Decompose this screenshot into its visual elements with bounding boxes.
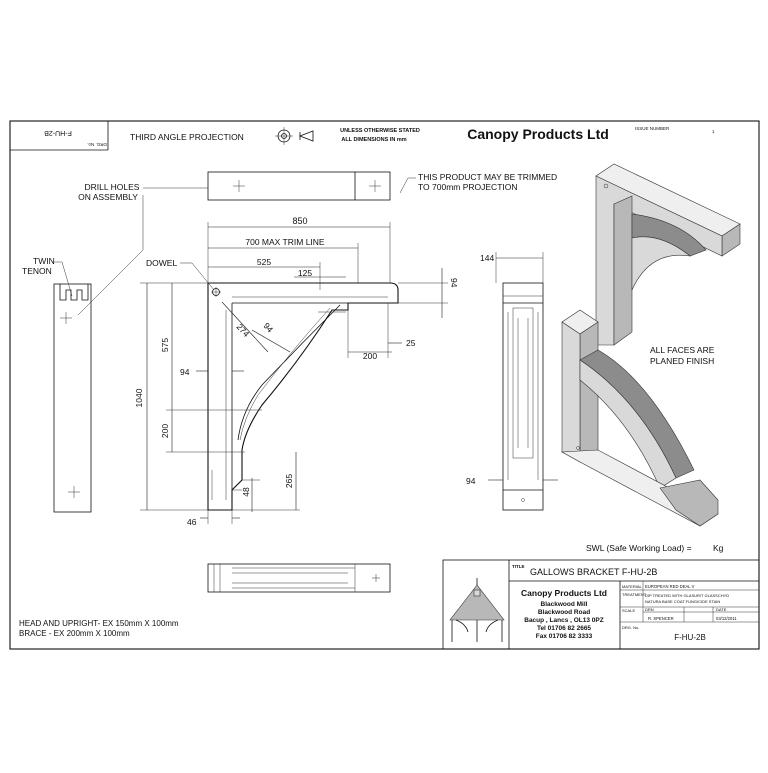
materials-line-1: HEAD AND UPRIGHT- EX 150mm X 100mm bbox=[19, 619, 179, 628]
drill-note-line-2: ON ASSEMBLY bbox=[78, 192, 138, 202]
address-line-1: Blackwood Mill bbox=[541, 601, 588, 608]
dim-max-trim: 700 MAX TRIM LINE bbox=[245, 237, 325, 247]
dim-200-h: 200 bbox=[363, 351, 377, 361]
title-block bbox=[442, 559, 760, 650]
materials-line-2: BRACE - EX 200mm X 100mm bbox=[19, 629, 130, 638]
isometric-view-bottom bbox=[560, 309, 719, 527]
address-line-3: Bacup , Lancs , OL13 0PZ bbox=[524, 617, 603, 624]
left-dimensions bbox=[140, 282, 262, 511]
canopy-logo bbox=[449, 578, 505, 642]
swl-unit: Kg bbox=[713, 543, 724, 553]
dim-200-v: 200 bbox=[160, 424, 170, 438]
dim-side-94: 94 bbox=[466, 476, 476, 486]
dim-265: 265 bbox=[284, 474, 294, 488]
trim-note-line-2: TO 700mm PROJECTION bbox=[418, 182, 518, 192]
third-angle-projection-symbol bbox=[275, 127, 314, 145]
drg-no-label-rotated: DRG. No. bbox=[87, 142, 107, 147]
dim-brace-94: 94 bbox=[262, 321, 276, 335]
sheet-border bbox=[9, 120, 760, 650]
title-company: Canopy Products Ltd bbox=[521, 588, 607, 598]
dim-48: 48 bbox=[241, 487, 251, 497]
dim-side-144: 144 bbox=[480, 253, 494, 263]
drawn-label: DRN bbox=[645, 607, 654, 612]
units-note-line-2: ALL DIMENSIONS IN mm bbox=[341, 137, 406, 143]
swl-label: SWL (Safe Working Load) = bbox=[586, 543, 692, 553]
drawing-title: GALLOWS BRACKET F-HU-2B bbox=[530, 567, 657, 577]
scale-label: SCALE bbox=[622, 608, 635, 613]
twin-tenon-line-1: TWIN bbox=[33, 256, 55, 266]
plan-view bbox=[207, 171, 391, 201]
dim-274-line bbox=[221, 301, 269, 353]
dim-overall-width: 850 bbox=[292, 216, 307, 226]
trim-note-leader bbox=[399, 177, 416, 194]
treatment-label: TREATMENT bbox=[622, 592, 647, 597]
drill-note-line-1: DRILL HOLES bbox=[85, 182, 140, 192]
material-value: EUROPEAN RED DEAL V bbox=[645, 584, 695, 589]
date-label: DATE bbox=[716, 607, 727, 612]
dim-274: 274 bbox=[235, 322, 252, 339]
right-dimensions bbox=[347, 268, 448, 358]
drg-number-rotated: F-HU-2B bbox=[44, 129, 72, 136]
treatment-value-2: NATURA BASE COAT FUNGICIDE STAIN bbox=[645, 599, 720, 604]
dim-25: 25 bbox=[406, 338, 416, 348]
side-view-dimensions bbox=[488, 252, 558, 481]
dim-46: 46 bbox=[187, 517, 197, 527]
tenon-end-view bbox=[53, 283, 92, 513]
dim-1040: 1040 bbox=[134, 388, 144, 407]
dim-575: 575 bbox=[160, 338, 170, 352]
telephone: Tel 01706 82 2665 bbox=[537, 625, 591, 632]
address-line-2: Blackwood Road bbox=[538, 609, 590, 616]
dim-head-94: 94 bbox=[449, 278, 459, 288]
issue-number-label: ISSUE NUMBER bbox=[635, 126, 670, 131]
units-note-line-1: UNLESS OTHERWISE STATED bbox=[340, 128, 420, 134]
twin-tenon-leader bbox=[52, 261, 73, 297]
bottom-plan-view bbox=[207, 563, 391, 593]
title-label: TITLE bbox=[512, 564, 525, 569]
drg-no-value: F-HU-2B bbox=[674, 633, 706, 642]
dim-125: 125 bbox=[298, 268, 312, 278]
projection-label: THIRD ANGLE PROJECTION bbox=[130, 132, 244, 142]
dowel-label: DOWEL bbox=[146, 258, 177, 268]
drawn-by: R. SPENCER bbox=[648, 616, 674, 621]
horizontal-dimensions bbox=[207, 222, 391, 290]
issue-number-value: 1 bbox=[712, 129, 715, 134]
isometric-view-top bbox=[595, 163, 741, 346]
side-view bbox=[502, 282, 544, 511]
drill-leader-side bbox=[77, 195, 144, 316]
finish-note-line-1: ALL FACES ARE bbox=[650, 345, 715, 355]
finish-note-line-2: PLANED FINISH bbox=[650, 356, 714, 366]
main-elevation bbox=[207, 282, 399, 511]
company-header: Canopy Products Ltd bbox=[467, 126, 609, 142]
dim-525: 525 bbox=[257, 257, 271, 267]
bottom-dimensions bbox=[200, 452, 300, 524]
drawing-date: 03/12/2011 bbox=[716, 616, 737, 621]
twin-tenon-line-2: TENON bbox=[22, 266, 52, 276]
trim-note-line-1: THIS PRODUCT MAY BE TRIMMED bbox=[418, 172, 557, 182]
dim-upright-94: 94 bbox=[180, 367, 190, 377]
treatment-value-1: DIP TREATED WITH GLASURIT GLASSCHYD bbox=[645, 593, 729, 598]
fax: Fax 01706 82 3333 bbox=[536, 633, 593, 640]
dim-brace-94-line bbox=[251, 329, 291, 353]
dowel-leader bbox=[180, 262, 215, 291]
drg-no-label: DRG. No. bbox=[622, 625, 639, 630]
material-label: MATERIAL bbox=[622, 584, 642, 589]
